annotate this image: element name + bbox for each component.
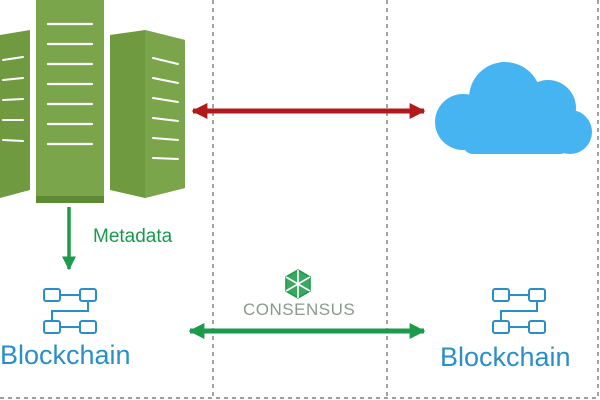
server-rack-icon	[0, 0, 185, 203]
cube-network-icon	[285, 269, 311, 299]
blockchain-left-label: Blockchain	[0, 340, 131, 370]
linked-blocks-icon-right	[492, 288, 546, 334]
server-center	[36, 0, 104, 203]
consensus-label: CONSENSUS	[243, 300, 356, 319]
cloud-icon	[435, 62, 592, 154]
server-left	[0, 30, 30, 198]
linked-blocks-icon	[43, 288, 97, 334]
blockchain-right-label: Blockchain	[440, 342, 571, 372]
metadata-label: Metadata	[93, 226, 173, 247]
